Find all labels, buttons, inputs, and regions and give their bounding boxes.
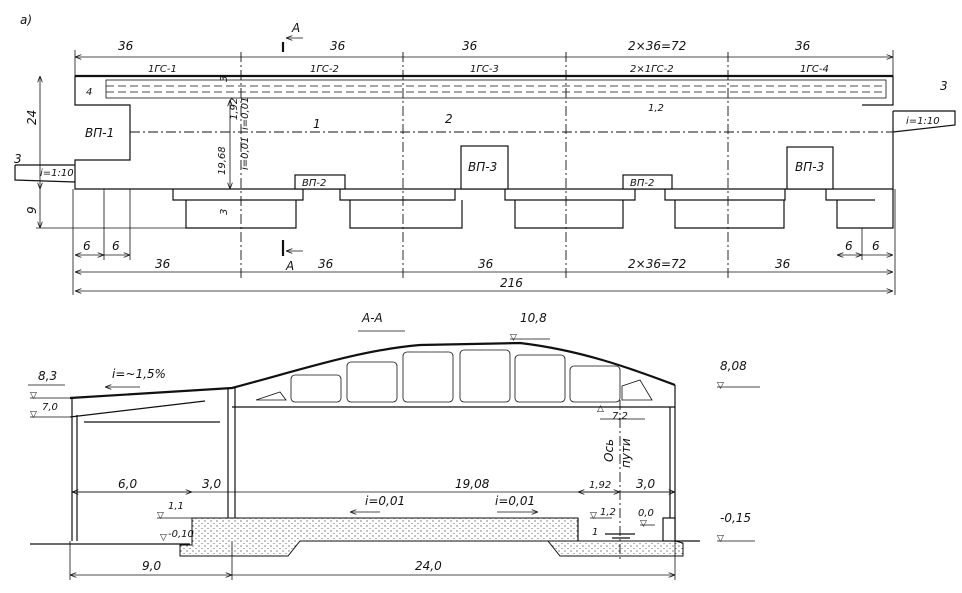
dim-bottom: 36 bbox=[155, 257, 171, 271]
elevation-0-0: 0,0 bbox=[638, 508, 654, 519]
callout-2: 2 bbox=[445, 112, 453, 126]
svg-text:▽: ▽ bbox=[717, 534, 724, 544]
pit-label: ВП-3 bbox=[795, 160, 824, 174]
elevation-minus-0-15: -0,15 bbox=[720, 511, 751, 525]
callout-1: 1 bbox=[313, 117, 321, 131]
floor-slope-left: i=0,01 bbox=[365, 494, 405, 508]
pit-label: ВП-2 bbox=[630, 178, 654, 189]
dim-19-68: 19,68 bbox=[217, 146, 228, 175]
slope: i=0,01 bbox=[240, 97, 251, 130]
svg-text:▽: ▽ bbox=[30, 410, 37, 420]
ramp-slope: i=1:10 bbox=[906, 116, 940, 127]
ramp-slope: i=1:10 bbox=[40, 168, 74, 179]
callout-1: 1 bbox=[592, 527, 598, 538]
pit-label: ВП-3 bbox=[468, 160, 497, 174]
dim-6-0: 6,0 bbox=[118, 477, 137, 491]
section-marker-top: А bbox=[291, 21, 300, 35]
dim-24: 24 bbox=[25, 110, 39, 125]
figure-label: а) bbox=[20, 13, 32, 27]
gallery-label: 1ГС-4 bbox=[800, 64, 829, 75]
dim-24-0: 24,0 bbox=[415, 559, 442, 573]
dim-6: 6 bbox=[112, 239, 120, 253]
dim-bottom: 36 bbox=[775, 257, 791, 271]
svg-text:▽: ▽ bbox=[717, 381, 724, 391]
callout-4: 4 bbox=[86, 87, 92, 98]
elevation-7-0: 7,0 bbox=[42, 402, 58, 413]
pit-label: ВП-1 bbox=[85, 126, 114, 140]
dim-top-1: 36 bbox=[118, 39, 134, 53]
dim-top-5: 36 bbox=[795, 39, 811, 53]
floor-slope-right: i=0,01 bbox=[495, 494, 535, 508]
dim-1-92: 1,92 bbox=[229, 98, 240, 120]
gallery-label: 2×1ГС-2 bbox=[630, 64, 674, 75]
svg-text:▽: ▽ bbox=[510, 333, 517, 343]
elevation-10-8: 10,8 bbox=[520, 311, 547, 325]
dim-1-92: 1,92 bbox=[589, 480, 611, 491]
gallery-label: 1ГС-1 bbox=[148, 64, 177, 75]
dim-9-0: 9,0 bbox=[142, 559, 161, 573]
dim-total: 216 bbox=[500, 276, 523, 290]
dim-6: 6 bbox=[83, 239, 91, 253]
dim-6: 6 bbox=[845, 239, 853, 253]
dim-3: 3 bbox=[219, 76, 230, 82]
section-view: А-А 6,0 3,0 19,08 1,92 bbox=[28, 311, 760, 580]
dim-top-3: 36 bbox=[462, 39, 478, 53]
mark-1-2: 1,2 bbox=[648, 103, 664, 114]
elevation-minus-0-10: -0,10 bbox=[168, 529, 194, 540]
elevation-8-3: 8,3 bbox=[38, 369, 57, 383]
callout-3: 3 bbox=[14, 152, 22, 166]
svg-text:▽: ▽ bbox=[30, 391, 37, 401]
dim-top-4: 2×36=72 bbox=[628, 39, 686, 53]
elevation-8-08: 8,08 bbox=[720, 359, 747, 373]
track-axis-label: пути bbox=[619, 438, 633, 468]
svg-text:▽: ▽ bbox=[640, 519, 647, 529]
dim-19-08: 19,08 bbox=[455, 477, 490, 491]
svg-text:▽: ▽ bbox=[157, 511, 164, 521]
dim-9: 9 bbox=[25, 206, 39, 214]
svg-text:▽: ▽ bbox=[590, 511, 597, 521]
slope: i=0,01 bbox=[240, 137, 251, 170]
plan-view: 36 36 36 2×36=72 36 1ГС-1 1ГС-2 1ГС-3 2×… bbox=[14, 21, 956, 295]
roof-slope: i=~1,5% bbox=[112, 367, 166, 381]
gallery-label: 1ГС-3 bbox=[470, 64, 499, 75]
section-marker-bottom: А bbox=[285, 259, 294, 273]
dim-3-0: 3,0 bbox=[636, 477, 655, 491]
dim-bottom: 36 bbox=[318, 257, 334, 271]
dim-6: 6 bbox=[872, 239, 880, 253]
dim-bottom: 2×36=72 bbox=[628, 257, 686, 271]
elevation-1-2: 1,2 bbox=[600, 507, 616, 518]
svg-text:▽: ▽ bbox=[160, 533, 167, 543]
elevation-7-2: 7,2 bbox=[612, 411, 628, 422]
dim-3-0: 3,0 bbox=[202, 477, 221, 491]
dim-3: 3 bbox=[219, 209, 230, 215]
dim-top-2: 36 bbox=[330, 39, 346, 53]
elevation-1-1: 1,1 bbox=[168, 501, 184, 512]
gallery-label: 1ГС-2 bbox=[310, 64, 339, 75]
pit-label: ВП-2 bbox=[302, 178, 326, 189]
svg-text:△: △ bbox=[597, 404, 604, 414]
track-axis-label: Ось bbox=[602, 439, 616, 462]
callout-3: 3 bbox=[940, 79, 948, 93]
section-title: А-А bbox=[361, 311, 383, 325]
dim-bottom: 36 bbox=[478, 257, 494, 271]
